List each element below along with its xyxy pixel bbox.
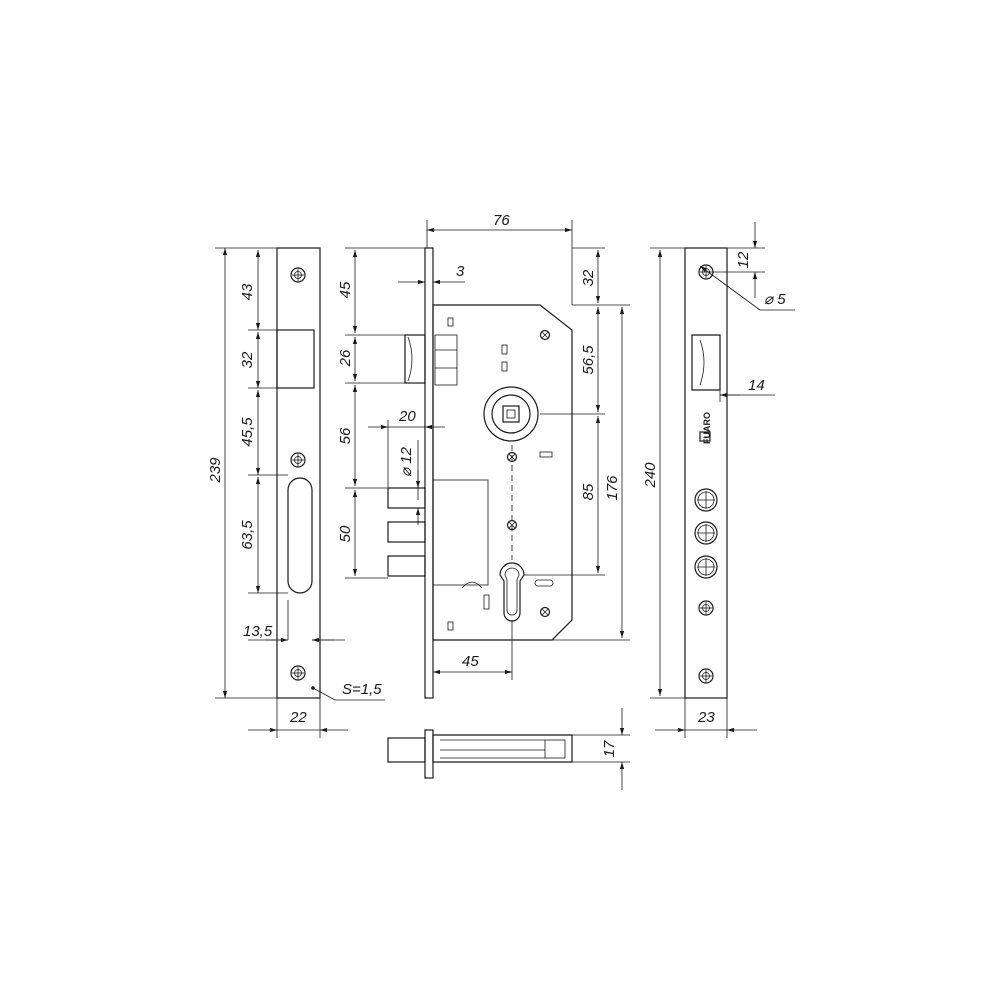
case-screw-top-icon [539,329,551,341]
strike-seg-top-label: 43 [239,283,256,300]
brand-label: FUARO [702,412,712,444]
bolt-hole-3-icon [694,555,718,579]
spindle-hub-icon [483,386,539,442]
lock-body-view: 76 3 45 26 56 50 20 ⌀ 12 [337,212,630,699]
centre-distance-label: 85 [580,483,597,500]
case-screw-bottom-icon [539,606,551,618]
body-height-label: 176 [604,475,621,501]
latch-height-label: 26 [337,349,354,367]
faceplate-view: FUARO 240 12 ⌀ 5 14 23 [642,222,795,738]
lock-faceplate-edge [424,247,434,699]
bolt-hole-1-icon [694,488,718,512]
strike-latch-opening [276,329,315,389]
strike-seg-slot-label: 63,5 [239,520,256,550]
bottom-thickness-label: 17 [601,740,618,757]
hole-offset-label: 12 [735,251,752,268]
strike-screw-bottom-icon [290,665,306,681]
bolt-span-label: 50 [337,525,354,542]
strike-thickness-label: S=1,5 [342,681,382,698]
top-offset-label: 32 [580,269,597,286]
euro-cylinder-cutout [499,562,525,622]
strike-bolt-slot [287,477,313,594]
bolt-diameter-label: ⌀ 12 [398,446,415,477]
faceplate-length-label: 240 [642,462,659,489]
strike-height-label: 239 [207,457,224,484]
faceplate-screw-bottom-icon [698,668,714,684]
bottom-faceplate-edge [424,729,434,779]
lock-case-outline [432,304,573,641]
strike-plate-outline [276,247,321,699]
bolt-throw-label: 20 [398,408,416,425]
faceplate-width-label: 23 [697,709,715,726]
dead-bolt-1 [387,487,426,509]
top-to-latch-label: 45 [337,281,354,298]
faceplate-latch-opening [691,334,721,391]
faceplate-screw-lower-icon [698,600,714,616]
lock-depth-label: 76 [493,212,510,229]
faceplate-outline [684,247,728,699]
strike-screw-mid-icon [290,452,306,468]
strike-slot-offset-label: 13,5 [243,623,273,640]
bottom-latch-tongue [387,737,426,763]
bottom-view: 17 [387,708,630,790]
strike-seg-latch-label: 32 [239,351,256,368]
strike-plate-view: 239 43 32 45,5 63,5 13,5 22 S=1,5 [207,247,385,738]
bolt-hole-2-icon [694,521,718,545]
backset-label: 45 [462,653,479,670]
hole-diameter-label: ⌀ 5 [764,291,786,308]
brand-logo-icon [699,431,711,442]
handle-offset-label: 56,5 [580,345,597,375]
latch-to-bolt-label: 56 [337,427,354,444]
latch-width-label: 14 [748,377,765,394]
dead-bolt-3 [387,555,426,577]
latch-bolt [404,334,426,384]
dead-bolt-2 [387,521,426,543]
strike-screw-top-icon [290,267,306,283]
strike-seg-mid-label: 45,5 [239,417,256,447]
strike-width-label: 22 [289,709,307,726]
faceplate-thickness-label: 3 [456,263,465,280]
